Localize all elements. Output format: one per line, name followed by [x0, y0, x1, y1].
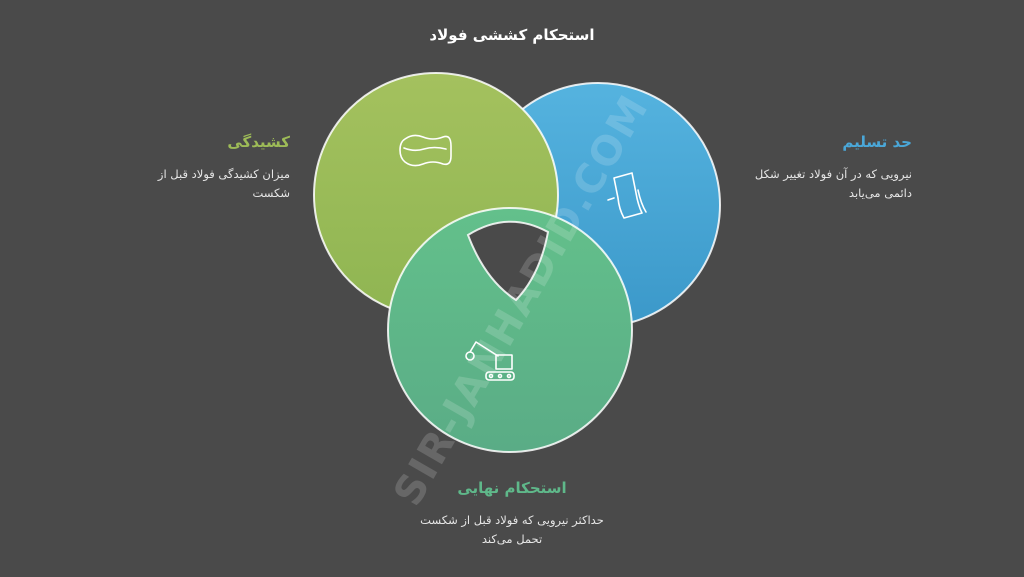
- page-title: استحکام کششی فولاد: [429, 26, 595, 44]
- yield-block: حد تسلیم نیرویی که در آن فولاد تغییر شکل…: [732, 133, 912, 203]
- stretch-icon: [399, 134, 452, 167]
- yield-heading: حد تسلیم: [842, 133, 912, 151]
- elongation-description: میزان کشیدگی فولاد قبل از شکست: [157, 167, 290, 200]
- elongation-heading: کشیدگی: [227, 133, 290, 151]
- ultimate-heading: استحکام نهایی: [457, 479, 567, 497]
- ultimate-description: حداکثر نیرویی که فولاد قبل از شکست تحمل …: [420, 513, 604, 546]
- elongation-block: کشیدگی میزان کشیدگی فولاد قبل از شکست: [120, 133, 290, 203]
- ultimate-circle: [387, 207, 633, 453]
- center-gap: [466, 220, 550, 302]
- bending-sheet-icon: [607, 172, 647, 219]
- ultimate-block: استحکام نهایی حداکثر نیرویی که فولاد قبل…: [412, 479, 612, 549]
- crane-icon: [465, 341, 515, 381]
- yield-description: نیرویی که در آن فولاد تغییر شکل دائمی می…: [754, 167, 912, 200]
